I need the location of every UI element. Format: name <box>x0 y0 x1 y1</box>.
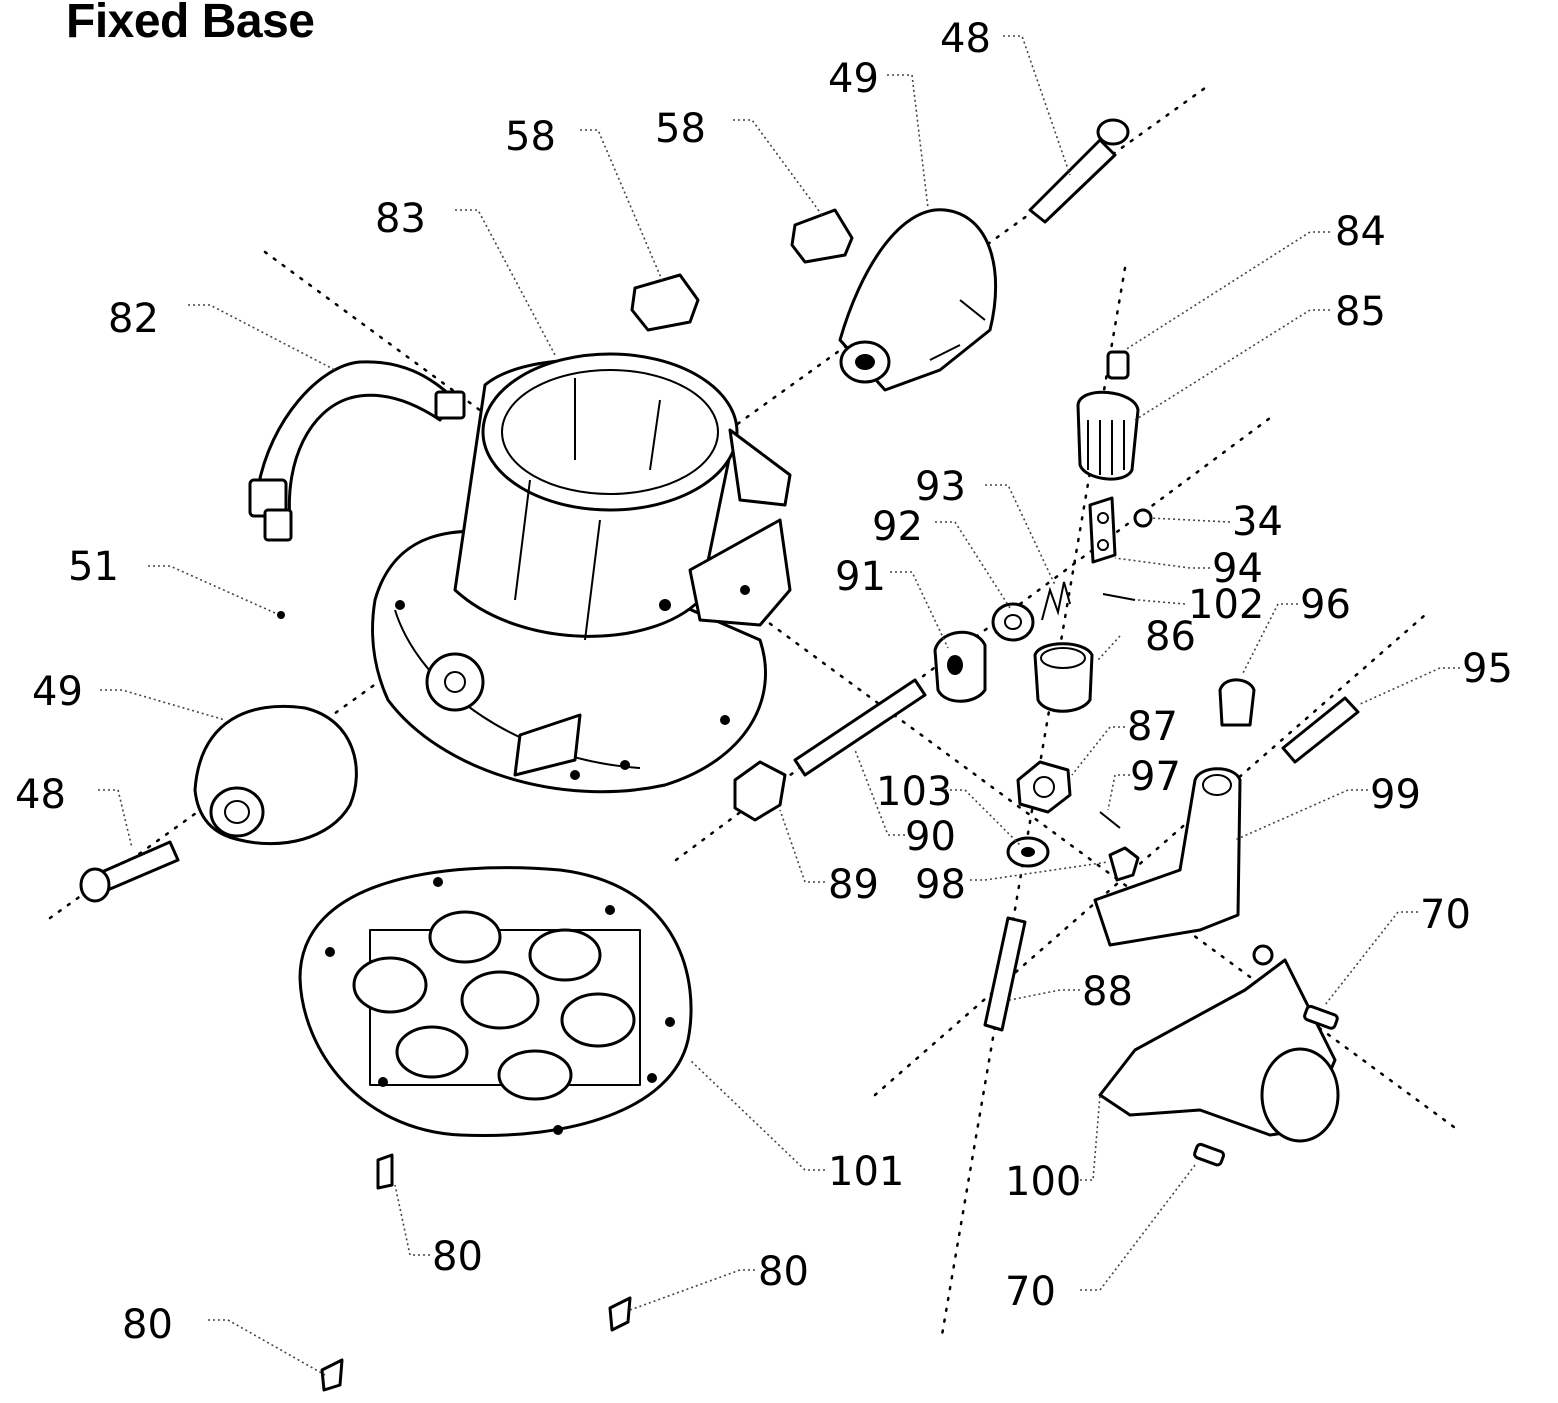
nut-89 <box>733 760 787 822</box>
callout-96: 96 <box>1300 582 1351 628</box>
callout-80-left: 80 <box>122 1302 173 1348</box>
callout-58-left: 58 <box>505 114 556 160</box>
callout-88: 88 <box>1082 969 1133 1015</box>
bolt-part <box>79 840 180 903</box>
callout-84: 84 <box>1335 209 1386 255</box>
callout-70-bottom: 70 <box>1005 1269 1056 1315</box>
screw-97 <box>1099 811 1121 829</box>
callout-92: 92 <box>872 504 923 550</box>
washer-92 <box>991 602 1035 642</box>
callout-34: 34 <box>1232 499 1283 545</box>
callout-80-right: 80 <box>758 1249 809 1295</box>
spring-93 <box>1041 581 1071 621</box>
callout-103: 103 <box>876 769 952 815</box>
callout-90: 90 <box>905 814 956 860</box>
callout-85: 85 <box>1335 289 1386 335</box>
callout-98: 98 <box>915 862 966 908</box>
callout-70-top: 70 <box>1420 892 1471 938</box>
callout-48-left: 48 <box>15 772 66 818</box>
diagram-title: Fixed Base <box>66 0 315 48</box>
callout-labels: 48 49 58 58 83 82 84 85 93 34 92 94 91 1… <box>15 16 1513 1348</box>
bracket-100 <box>1098 944 1340 1143</box>
callout-97: 97 <box>1130 754 1181 800</box>
callout-102: 102 <box>1188 582 1264 628</box>
screw-102 <box>1102 593 1136 601</box>
handle-knob-part <box>838 208 998 392</box>
base-housing-part <box>371 352 792 794</box>
lever-99 <box>1093 767 1242 947</box>
callout-80-mid: 80 <box>432 1234 483 1280</box>
pin-96 <box>1218 678 1256 727</box>
pin-70-lower <box>1193 1142 1225 1167</box>
screw-80-part <box>320 1153 632 1392</box>
callout-58-right: 58 <box>655 106 706 152</box>
callout-100: 100 <box>1005 1159 1081 1205</box>
handle-knob-part <box>193 704 358 846</box>
callout-89: 89 <box>828 862 879 908</box>
nut-98 <box>1108 846 1140 882</box>
callout-95: 95 <box>1462 646 1513 692</box>
nut-34 <box>1133 508 1153 528</box>
cap-86 <box>1033 642 1094 713</box>
bushing-91 <box>933 630 987 703</box>
bolt-part <box>1028 118 1130 224</box>
bottom-plate-part <box>298 866 693 1138</box>
callout-51: 51 <box>68 544 119 590</box>
plate-94 <box>1088 496 1117 564</box>
callout-93: 93 <box>915 464 966 510</box>
knob-85 <box>1076 390 1140 481</box>
washer-103 <box>1006 836 1050 868</box>
threaded-rod-90 <box>793 678 927 777</box>
pin-70-upper <box>1303 1004 1339 1030</box>
screw-51-part <box>277 611 285 619</box>
callout-82: 82 <box>108 296 159 342</box>
strap-part <box>248 360 466 542</box>
callout-101: 101 <box>828 1149 904 1195</box>
nut-87 <box>1016 760 1072 814</box>
callout-99: 99 <box>1370 772 1421 818</box>
callout-91: 91 <box>835 554 886 600</box>
rod-88 <box>983 916 1027 1032</box>
clip-part <box>630 208 854 332</box>
leader-lines <box>98 35 1460 1376</box>
callout-94: 94 <box>1212 546 1263 592</box>
callout-87: 87 <box>1127 704 1178 750</box>
bolt-95 <box>1281 696 1360 764</box>
callout-83: 83 <box>375 196 426 242</box>
callout-49-left: 49 <box>32 669 83 715</box>
callout-48-top: 48 <box>940 16 991 62</box>
callout-86: 86 <box>1145 614 1196 660</box>
screw-84 <box>1106 350 1130 380</box>
callout-49-top: 49 <box>828 56 879 102</box>
